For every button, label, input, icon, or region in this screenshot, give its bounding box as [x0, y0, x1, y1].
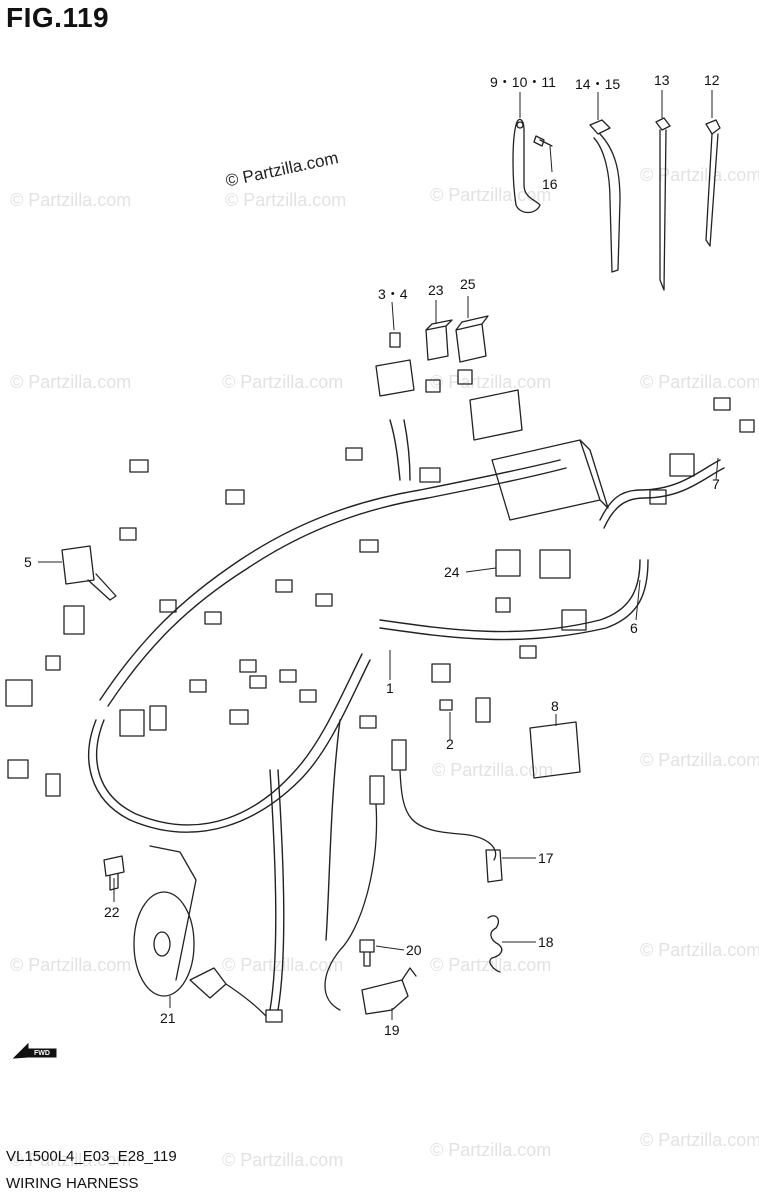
watermark: © Partzilla.com	[640, 165, 759, 185]
figure-title: FIG.119	[6, 2, 110, 33]
callout-label: 25	[460, 276, 476, 292]
figure-subtitle: WIRING HARNESS	[6, 1175, 139, 1192]
watermark: © Partzilla.com	[10, 190, 132, 210]
watermark: © Partzilla.com	[640, 372, 759, 392]
watermark: © Partzilla.com	[222, 1150, 344, 1170]
callout-label: 14・15	[575, 76, 621, 92]
callout-label: 3・4	[378, 286, 408, 302]
watermark: © Partzilla.com	[432, 760, 554, 780]
screw-part	[533, 135, 553, 147]
watermark: © Partzilla.com	[10, 955, 132, 975]
callout-label: 8	[551, 698, 559, 714]
bolt-part	[359, 939, 375, 967]
sensor-harness	[391, 739, 503, 883]
callout-label: 19	[384, 1022, 400, 1038]
fuse-box	[375, 359, 415, 397]
callout-label: 13	[654, 72, 670, 88]
callout-label: 5	[24, 554, 32, 570]
watermark: © Partzilla.com	[640, 750, 759, 770]
grommet-part	[61, 545, 117, 601]
callout-label: 1	[386, 680, 394, 696]
watermark: © Partzilla.com	[430, 185, 552, 205]
horn-part	[133, 845, 283, 1023]
watermark: © Partzilla.com	[10, 1150, 132, 1170]
spring-part	[487, 915, 503, 973]
callout-label: 22	[104, 904, 120, 920]
harness-connectors	[5, 369, 755, 797]
callout-label: 24	[444, 564, 460, 580]
model-code: VL1500L4_E03_E28_119	[6, 1148, 177, 1165]
callout-label: 17	[538, 850, 554, 866]
callout-label: 21	[160, 1010, 176, 1026]
side-stand-switch-harness	[324, 775, 417, 1015]
callout-label: 9・10・11	[490, 74, 556, 90]
relay-part	[455, 315, 489, 363]
watermark: © Partzilla.com	[430, 1140, 552, 1160]
label-sticker	[529, 721, 581, 779]
callout-label: 7	[712, 476, 720, 492]
fuse-part	[389, 332, 401, 348]
clamp-part	[512, 118, 541, 214]
fwd-label: FWD	[34, 1050, 50, 1057]
main-harness	[88, 419, 725, 1011]
ecu-connector	[491, 439, 609, 521]
relay-part	[425, 319, 453, 361]
cable-tie-part	[589, 119, 621, 273]
cable-tie-part	[705, 119, 721, 247]
callout-leaders	[38, 90, 719, 1020]
cable-tie-part	[655, 117, 671, 291]
watermark: © Partzilla.com	[640, 940, 759, 960]
callout-label: 12	[704, 72, 720, 88]
callout-label: 16	[542, 176, 558, 192]
relay-block	[469, 389, 523, 441]
watermark: © Partzilla.com	[225, 190, 347, 210]
callout-label: 20	[406, 942, 422, 958]
watermark: © Partzilla.com	[10, 372, 132, 392]
watermark: © Partzilla.com	[640, 1130, 759, 1150]
callout-label: 2	[446, 736, 454, 752]
watermark: © Partzilla.com	[222, 372, 344, 392]
callout-label: 6	[630, 620, 638, 636]
watermark: © Partzilla.com	[430, 372, 552, 392]
callout-label: 18	[538, 934, 554, 950]
fwd-arrow-icon: FWD	[12, 1042, 57, 1059]
callout-label: 23	[428, 282, 444, 298]
